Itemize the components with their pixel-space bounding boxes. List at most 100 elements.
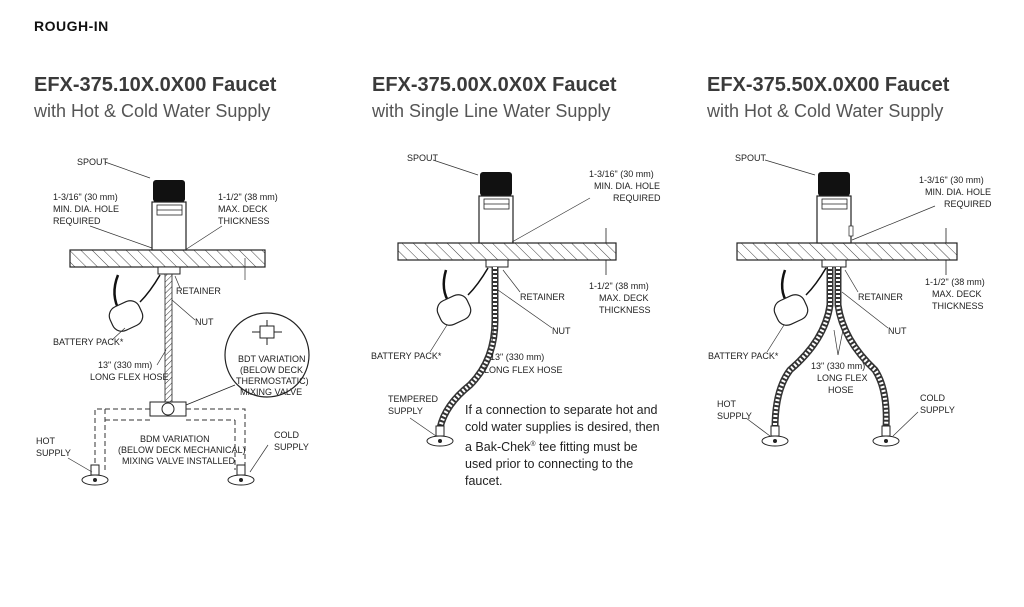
svg-text:MIN. DIA. HOLE: MIN. DIA. HOLE (594, 181, 660, 191)
svg-text:COLD: COLD (920, 393, 946, 403)
svg-text:(BELOW DECK: (BELOW DECK (240, 365, 303, 375)
label-bdm: BDM VARIATION (BELOW DECK MECHANICAL) MI… (118, 434, 246, 466)
panel-subtitle: with Hot & Cold Water Supply (707, 101, 944, 121)
label-nut: NUT (195, 317, 214, 327)
svg-text:(BELOW DECK MECHANICAL): (BELOW DECK MECHANICAL) (118, 445, 246, 455)
svg-text:THICKNESS: THICKNESS (218, 216, 270, 226)
svg-text:HOSE: HOSE (828, 385, 854, 395)
svg-text:SUPPLY: SUPPLY (388, 406, 423, 416)
label-hose: 13" (330 mm) LONG FLEX HOSE (811, 361, 868, 395)
svg-text:TEMPERED: TEMPERED (388, 394, 439, 404)
cold-supply-valve (227, 464, 255, 486)
svg-text:COLD: COLD (274, 430, 300, 440)
svg-text:SUPPLY: SUPPLY (36, 448, 71, 458)
label-deck-thickness: 1-1/2" (38 mm) MAX. DECK THICKNESS (925, 277, 985, 311)
panel-title: EFX-375.00X.0X0X Faucet (372, 74, 617, 96)
registered-mark: ® (530, 441, 536, 448)
panel-efx-375-50x: EFX-375.50X.0X00 Faucet with Hot & Cold … (707, 74, 1024, 594)
label-deck-thickness: 1-1/2" (38 mm) MAX. DECK THICKNESS (218, 192, 278, 226)
label-retainer: RETAINER (858, 292, 903, 302)
retainer (821, 259, 847, 268)
svg-text:LONG FLEX HOSE: LONG FLEX HOSE (90, 372, 169, 382)
svg-text:BDT VARIATION: BDT VARIATION (238, 354, 306, 364)
label-nut: NUT (888, 326, 907, 336)
cold-supply-valve (872, 425, 900, 447)
supply-lines-dashed (94, 408, 246, 470)
bdt-variation-detail (185, 312, 310, 406)
label-cold-supply: COLD SUPPLY (920, 393, 955, 415)
svg-text:REQUIRED: REQUIRED (944, 199, 992, 209)
label-spout: SPOUT (407, 153, 439, 163)
svg-text:REQUIRED: REQUIRED (613, 193, 661, 203)
svg-text:THICKNESS: THICKNESS (932, 301, 984, 311)
label-hole: 1-3/16" (30 mm) MIN. DIA. HOLE REQUIRED (919, 175, 992, 209)
svg-text:LONG FLEX HOSE: LONG FLEX HOSE (484, 365, 563, 375)
label-cold-supply: COLD SUPPLY (274, 430, 309, 452)
battery-pack (773, 267, 827, 326)
panel-efx-375-00x: EFX-375.00X.0X0X Faucet with Single Line… (372, 74, 702, 594)
leader-lines (745, 159, 936, 437)
label-retainer: RETAINER (176, 286, 221, 296)
spout (478, 172, 514, 244)
svg-text:MAX. DECK: MAX. DECK (218, 204, 268, 214)
spout (816, 172, 854, 244)
panel-title: EFX-375.10X.0X00 Faucet (34, 74, 277, 96)
svg-text:1-1/2" (38 mm): 1-1/2" (38 mm) (589, 281, 649, 291)
svg-text:THERMOSTATIC): THERMOSTATIC) (236, 376, 309, 386)
label-battery-pack: BATTERY PACK* (371, 351, 442, 361)
svg-text:MIXING VALVE: MIXING VALVE (240, 387, 302, 397)
panel-efx-375-10x: EFX-375.10X.0X00 Faucet with Hot & Cold … (34, 74, 364, 594)
hot-supply-valve (761, 425, 789, 447)
svg-text:1-3/16" (30 mm): 1-3/16" (30 mm) (919, 175, 984, 185)
leader-lines (67, 161, 269, 473)
svg-text:SUPPLY: SUPPLY (717, 411, 752, 421)
note-text: If a connection to separate hot and cold… (465, 403, 660, 455)
deck-dimension (600, 228, 612, 275)
battery-pack (436, 267, 489, 326)
svg-text:LONG FLEX: LONG FLEX (817, 373, 868, 383)
label-deck-thickness: 1-1/2" (38 mm) MAX. DECK THICKNESS (589, 281, 651, 315)
tempered-supply-valve (426, 425, 454, 447)
label-spout: SPOUT (77, 157, 109, 167)
bak-chek-note: If a connection to separate hot and cold… (465, 402, 665, 490)
svg-text:HOT: HOT (36, 436, 56, 446)
battery-pack (108, 274, 161, 332)
svg-text:1-3/16" (30 mm): 1-3/16" (30 mm) (589, 169, 654, 179)
note-text-end: tee fitting must be used prior to connec… (465, 440, 638, 489)
flex-hose (164, 273, 173, 403)
svg-text:SUPPLY: SUPPLY (274, 442, 309, 452)
section-label: ROUGH-IN (34, 18, 109, 34)
label-hole: 1-3/16" (30 mm) MIN. DIA. HOLE REQUIRED (589, 169, 661, 203)
label-battery-pack: BATTERY PACK* (53, 337, 124, 347)
cold-flex-hose (834, 267, 890, 429)
svg-text:1-1/2" (38 mm): 1-1/2" (38 mm) (925, 277, 985, 287)
leader-lines (409, 159, 591, 437)
panel-subtitle: with Hot & Cold Water Supply (34, 101, 271, 121)
panel-title: EFX-375.50X.0X00 Faucet (707, 74, 950, 96)
retainer (157, 266, 181, 275)
label-bdt: BDT VARIATION (BELOW DECK THERMOSTATIC) … (236, 354, 309, 397)
svg-text:SUPPLY: SUPPLY (920, 405, 955, 415)
svg-text:MAX. DECK: MAX. DECK (932, 289, 982, 299)
label-battery-pack: BATTERY PACK* (708, 351, 779, 361)
label-hose: 13" (330 mm) LONG FLEX HOSE (484, 352, 563, 375)
deck-dimension (940, 228, 952, 275)
svg-text:1-3/16" (30 mm): 1-3/16" (30 mm) (53, 192, 118, 202)
label-hole: 1-3/16" (30 mm) MIN. DIA. HOLE REQUIRED (53, 192, 119, 226)
label-hose: 13" (330 mm) LONG FLEX HOSE (90, 360, 169, 382)
label-retainer: RETAINER (520, 292, 565, 302)
svg-text:MAX. DECK: MAX. DECK (599, 293, 649, 303)
spout (151, 180, 187, 251)
svg-text:MIN. DIA. HOLE: MIN. DIA. HOLE (53, 204, 119, 214)
label-nut: NUT (552, 326, 571, 336)
label-tempered-supply: TEMPERED SUPPLY (388, 394, 439, 416)
svg-text:REQUIRED: REQUIRED (53, 216, 101, 226)
svg-text:THICKNESS: THICKNESS (599, 305, 651, 315)
bdm-mixing-valve (149, 401, 187, 417)
svg-text:MIXING VALVE INSTALLED: MIXING VALVE INSTALLED (122, 456, 236, 466)
svg-text:13" (330 mm): 13" (330 mm) (98, 360, 152, 370)
deck (69, 249, 266, 268)
hot-supply-valve (81, 464, 109, 486)
svg-text:BDM VARIATION: BDM VARIATION (140, 434, 210, 444)
